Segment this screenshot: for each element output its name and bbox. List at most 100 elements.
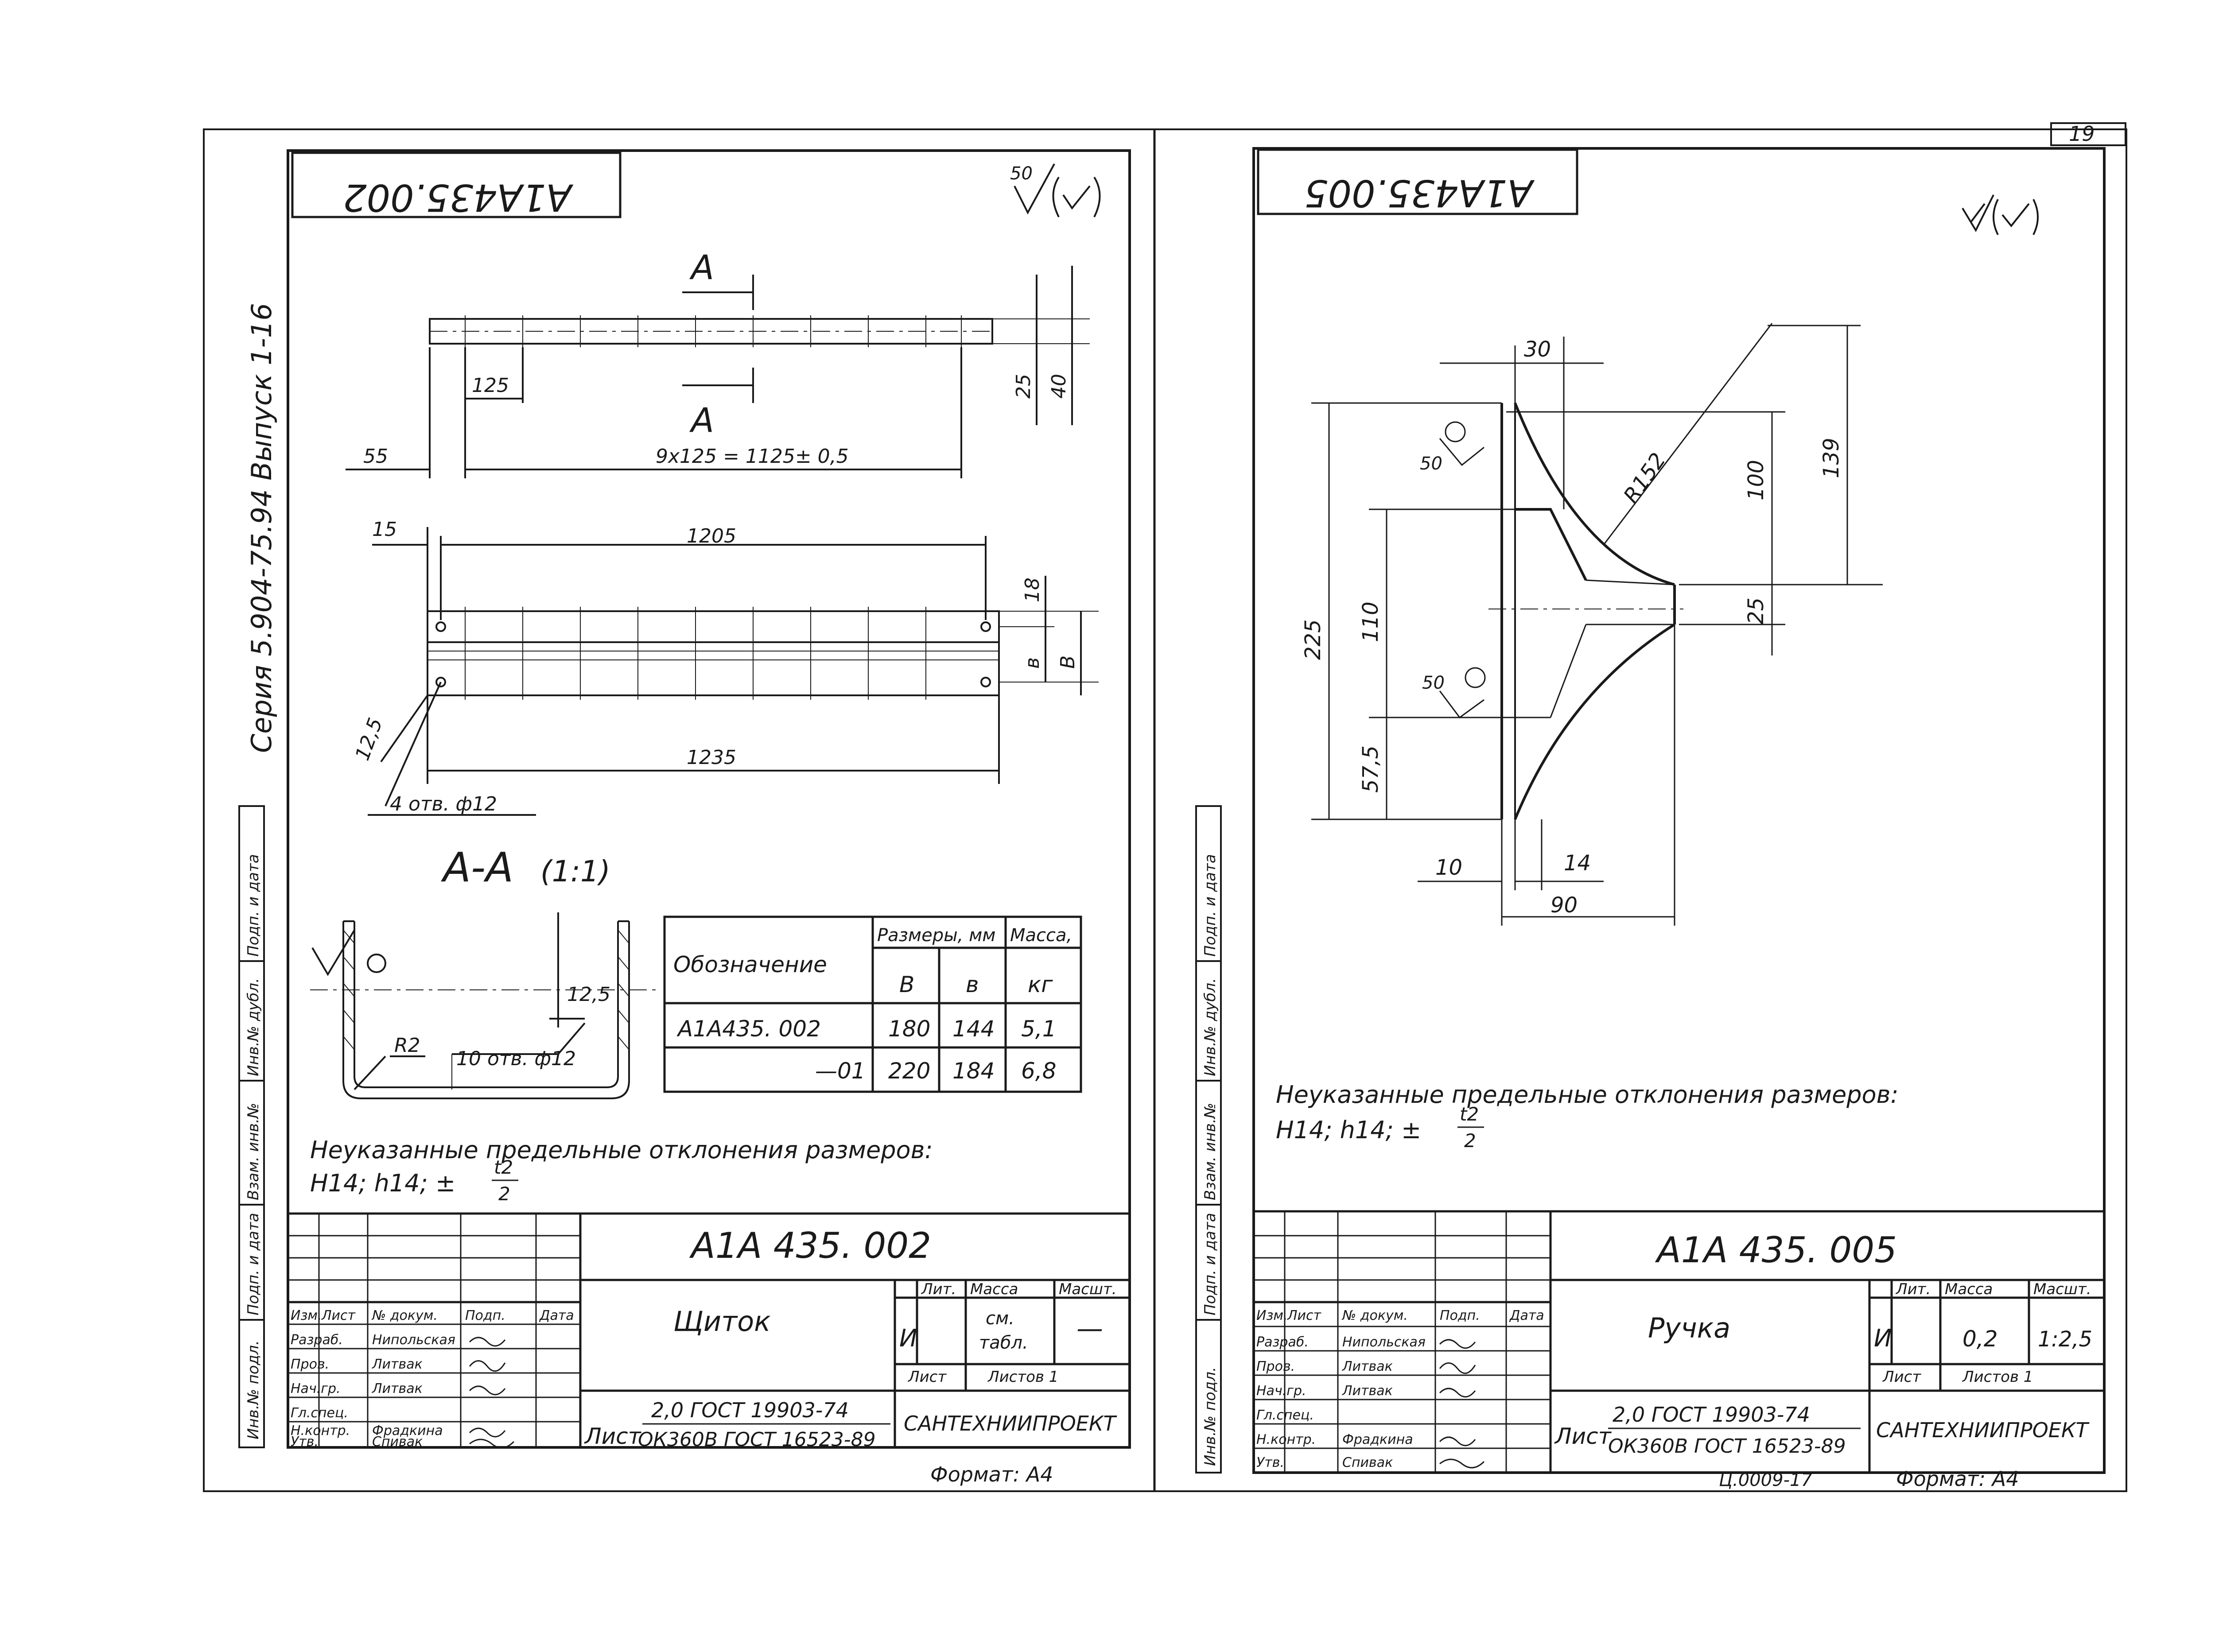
- right-stamp-code: А1А435.005: [1304, 171, 1535, 215]
- right-frame: [1252, 147, 2106, 1474]
- dim-1205: 1205: [687, 525, 736, 547]
- left-tb-scale-value: —: [1076, 1313, 1103, 1344]
- left-tb-sheets-label: Листов 1: [987, 1368, 1058, 1386]
- table-r1-c1: 220: [888, 1058, 930, 1084]
- left-tb-p0-role: Разраб.: [291, 1332, 343, 1348]
- roughness-symbol-icon: [1962, 194, 2039, 235]
- left-tb-p4-role: Н.контр.: [291, 1423, 350, 1439]
- left-tb-role-0: Изм.: [291, 1308, 322, 1323]
- left-note-frac-den: 2: [498, 1183, 510, 1205]
- left-tb-material-2: ОК360В ГОСТ 16523-89: [638, 1428, 876, 1451]
- table-r0-c1: 180: [888, 1016, 930, 1042]
- margin-label-3: Подп. и дата: [245, 1213, 262, 1315]
- left-note-line1: Неуказанные предельные отклонения размер…: [310, 1136, 933, 1164]
- right-note-line2: Н14; h14; ±: [1276, 1116, 1421, 1144]
- left-tb-lit-value: И: [899, 1324, 917, 1352]
- left-stamp-code: А1А435.002: [343, 176, 574, 219]
- table-col-designation: Обозначение: [673, 952, 827, 977]
- left-tb-p4-name: Фрадкина: [372, 1423, 443, 1439]
- rough-50-a: 50: [1420, 454, 1442, 474]
- dim-225: 225: [1301, 619, 1325, 660]
- section-r2: R2: [394, 1034, 420, 1057]
- plate-top-view: [346, 266, 1090, 478]
- outer-border: [203, 128, 2127, 1492]
- dim-110: 110: [1358, 601, 1383, 642]
- dim-15: 15: [372, 518, 397, 541]
- right-tb-p1-name: Литвак: [1342, 1359, 1393, 1374]
- left-tb-name: Щиток: [673, 1305, 771, 1338]
- dim-125: 125: [472, 374, 509, 397]
- left-tb-p3-role: Гл.спец.: [291, 1405, 348, 1421]
- section-letter-bottom: А: [689, 400, 714, 440]
- dim-55: 55: [363, 445, 388, 468]
- dim-18: 18: [1021, 578, 1044, 602]
- section-scale: (1:1): [540, 854, 610, 888]
- dim-100: 100: [1744, 460, 1768, 500]
- section-letter-top: А: [689, 248, 714, 287]
- right-tb-p4-role: Н.контр.: [1256, 1432, 1316, 1447]
- margin-label-2: Взам. инв.№: [245, 1103, 262, 1200]
- right-tb-p5-name: Спивак: [1342, 1455, 1393, 1470]
- right-tb-sheets-label: Листов 1: [1962, 1368, 2033, 1386]
- table-sub-kg: кг: [1028, 972, 1053, 997]
- margin-label-1: Инв.№ дубл.: [245, 978, 262, 1076]
- r-margin-label-3: Подп. и дата: [1201, 1213, 1219, 1315]
- table-r0-c0: А1А435. 002: [676, 1016, 821, 1042]
- rough-50-b: 50: [1422, 673, 1445, 693]
- left-tb-p5-name: Спивак: [372, 1434, 423, 1450]
- left-note-frac-num: t2: [494, 1156, 513, 1178]
- section-view: [310, 912, 656, 1099]
- right-tb-role-0: Изм.: [1256, 1308, 1288, 1323]
- right-tb-p4-name: Фрадкина: [1342, 1432, 1413, 1447]
- section-title: А-А: [441, 844, 513, 891]
- right-tb-p1-role: Пров.: [1256, 1359, 1295, 1374]
- r-margin-label-0: Подп. и дата: [1201, 854, 1219, 957]
- plate-front-view: [368, 527, 1099, 816]
- left-tb-p2-role: Нач.гр.: [291, 1381, 341, 1396]
- page-number-box: [2050, 122, 2126, 146]
- left-margin-strip: [238, 805, 265, 1448]
- left-tb-p0-name: Нипольская: [372, 1332, 455, 1348]
- handle-dimensions: [1311, 323, 1883, 926]
- right-tb-format: Формат: А4: [1896, 1467, 2019, 1491]
- right-tb-role-1: Лист: [1287, 1308, 1322, 1323]
- dim-25: 25: [1744, 597, 1768, 624]
- left-signatures-icon: [469, 1337, 515, 1449]
- left-tb-p1-name: Литвак: [372, 1357, 423, 1372]
- left-frame: [287, 149, 1131, 1449]
- right-tb-sheet-label: Лист: [1882, 1368, 1921, 1386]
- dim-57-5: 57,5: [1358, 745, 1383, 793]
- dimensions-table: [663, 915, 1082, 1093]
- handle-profile: [1488, 402, 1683, 820]
- dim-10: 10: [1435, 855, 1462, 880]
- section-12-5: 12,5: [567, 983, 610, 1006]
- left-tb-format: Формат: А4: [930, 1462, 1053, 1486]
- table-r1-c2: 184: [952, 1058, 995, 1084]
- r-margin-label-4: Инв.№ подл.: [1201, 1367, 1219, 1466]
- table-sub-B: В: [899, 972, 914, 997]
- right-title-block: [1254, 1210, 2104, 1473]
- right-note-line1: Неуказанные предельные отклонения размер…: [1276, 1081, 1899, 1109]
- right-tb-mass-value: 0,2: [1962, 1326, 1998, 1352]
- left-tb-role-4: Дата: [539, 1308, 574, 1323]
- dim-40: 40: [1048, 374, 1070, 399]
- dim-B: В: [1057, 655, 1079, 669]
- right-tb-material-2: ОК360В ГОСТ 16523-89: [1608, 1435, 1846, 1458]
- left-tb-org: САНТЕХНИИПРОЕКТ: [904, 1412, 1118, 1435]
- r-margin-label-1: Инв.№ дубл.: [1201, 978, 1219, 1076]
- left-note-line2: Н14; h14; ±: [310, 1169, 455, 1197]
- left-tb-lit-label: Лит.: [921, 1280, 956, 1298]
- table-sub-b: в: [966, 972, 979, 997]
- left-tb-mass-value-2: табл.: [979, 1333, 1028, 1353]
- right-tb-p0-role: Разраб.: [1256, 1334, 1309, 1350]
- r-margin-label-2: Взам. инв.№: [1201, 1103, 1219, 1200]
- right-note-frac-num: t2: [1460, 1103, 1479, 1125]
- right-tb-material-prefix: Лист: [1554, 1423, 1612, 1449]
- right-tb-p3-role: Гл.спец.: [1256, 1408, 1314, 1423]
- right-tb-p2-role: Нач.гр.: [1256, 1383, 1306, 1399]
- holes-4: 4 отв. ф12: [390, 793, 497, 815]
- right-signatures-icon: [1439, 1339, 1485, 1469]
- table-r1-c0: —01: [815, 1058, 866, 1084]
- left-tb-code: А1А 435. 002: [689, 1225, 931, 1266]
- margin-label-4: Инв.№ подл.: [245, 1340, 262, 1439]
